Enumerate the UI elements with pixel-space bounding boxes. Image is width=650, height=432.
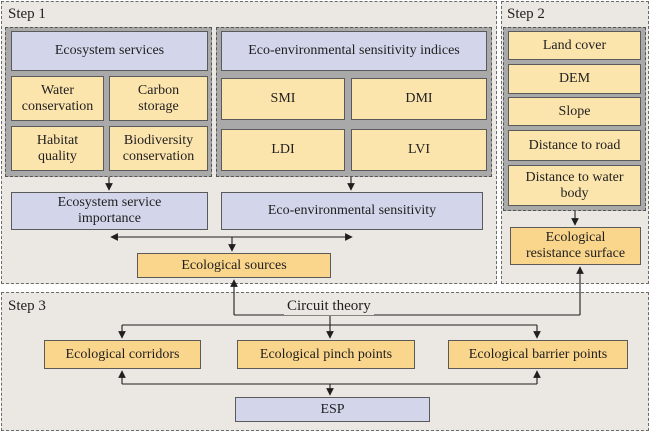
slope-box: Slope	[508, 97, 641, 126]
carbon-storage-line1: Carbon	[137, 82, 180, 98]
smi-box: SMI	[221, 78, 345, 120]
step2-label: Step 2	[507, 6, 545, 22]
ecological-corridors-box: Ecological corridors	[44, 340, 201, 369]
dmi-box: DMI	[351, 78, 487, 120]
service-importance-line1: Ecosystem service	[57, 195, 162, 210]
ecological-pinch-points-box: Ecological pinch points	[237, 340, 415, 369]
water-conservation-line2: conservation	[21, 98, 94, 114]
step1-label: Step 1	[8, 6, 46, 22]
lvi-box: LVI	[351, 129, 487, 171]
habitat-quality-line2: quality	[38, 148, 77, 164]
circuit-theory-label: Circuit theory	[284, 298, 374, 315]
service-importance-box: Ecosystem service importance	[11, 192, 208, 230]
distance-to-water-line1: Distance to water	[525, 169, 624, 185]
carbon-storage-box: Carbon storage	[109, 76, 208, 121]
resistance-surface-box: Ecological resistance surface	[510, 227, 641, 265]
sensitivity-indices-header: Eco-environmental sensitivity indices	[221, 31, 487, 71]
water-conservation-box: Water conservation	[11, 76, 104, 121]
resistance-surface-line1: Ecological	[545, 230, 606, 245]
step3-label: Step 3	[8, 298, 46, 314]
ecological-barrier-points-box: Ecological barrier points	[448, 340, 628, 369]
habitat-quality-line1: Habitat	[36, 132, 79, 148]
biodiversity-conservation-box: Biodiversity conservation	[109, 126, 208, 171]
habitat-quality-box: Habitat quality	[11, 126, 104, 171]
distance-to-water-line2: body	[560, 185, 589, 201]
esp-box: ESP	[235, 397, 430, 422]
dem-box: DEM	[508, 64, 641, 94]
ecosystem-services-header: Ecosystem services	[11, 31, 208, 71]
carbon-storage-line2: storage	[138, 98, 179, 114]
resistance-surface-line2: resistance surface	[525, 246, 626, 261]
ecological-sources-box: Ecological sources	[137, 253, 331, 278]
land-cover-box: Land cover	[508, 31, 641, 60]
ldi-box: LDI	[221, 129, 345, 171]
eco-sensitivity-box: Eco-environmental sensitivity	[221, 192, 483, 230]
distance-to-road-box: Distance to road	[508, 130, 641, 161]
service-importance-line2: importance	[78, 211, 141, 226]
biodiversity-conservation-line2: conservation	[122, 148, 195, 164]
water-conservation-line1: Water	[40, 82, 75, 98]
biodiversity-conservation-line1: Biodiversity	[123, 132, 194, 148]
distance-to-water-box: Distance to water body	[508, 165, 641, 206]
